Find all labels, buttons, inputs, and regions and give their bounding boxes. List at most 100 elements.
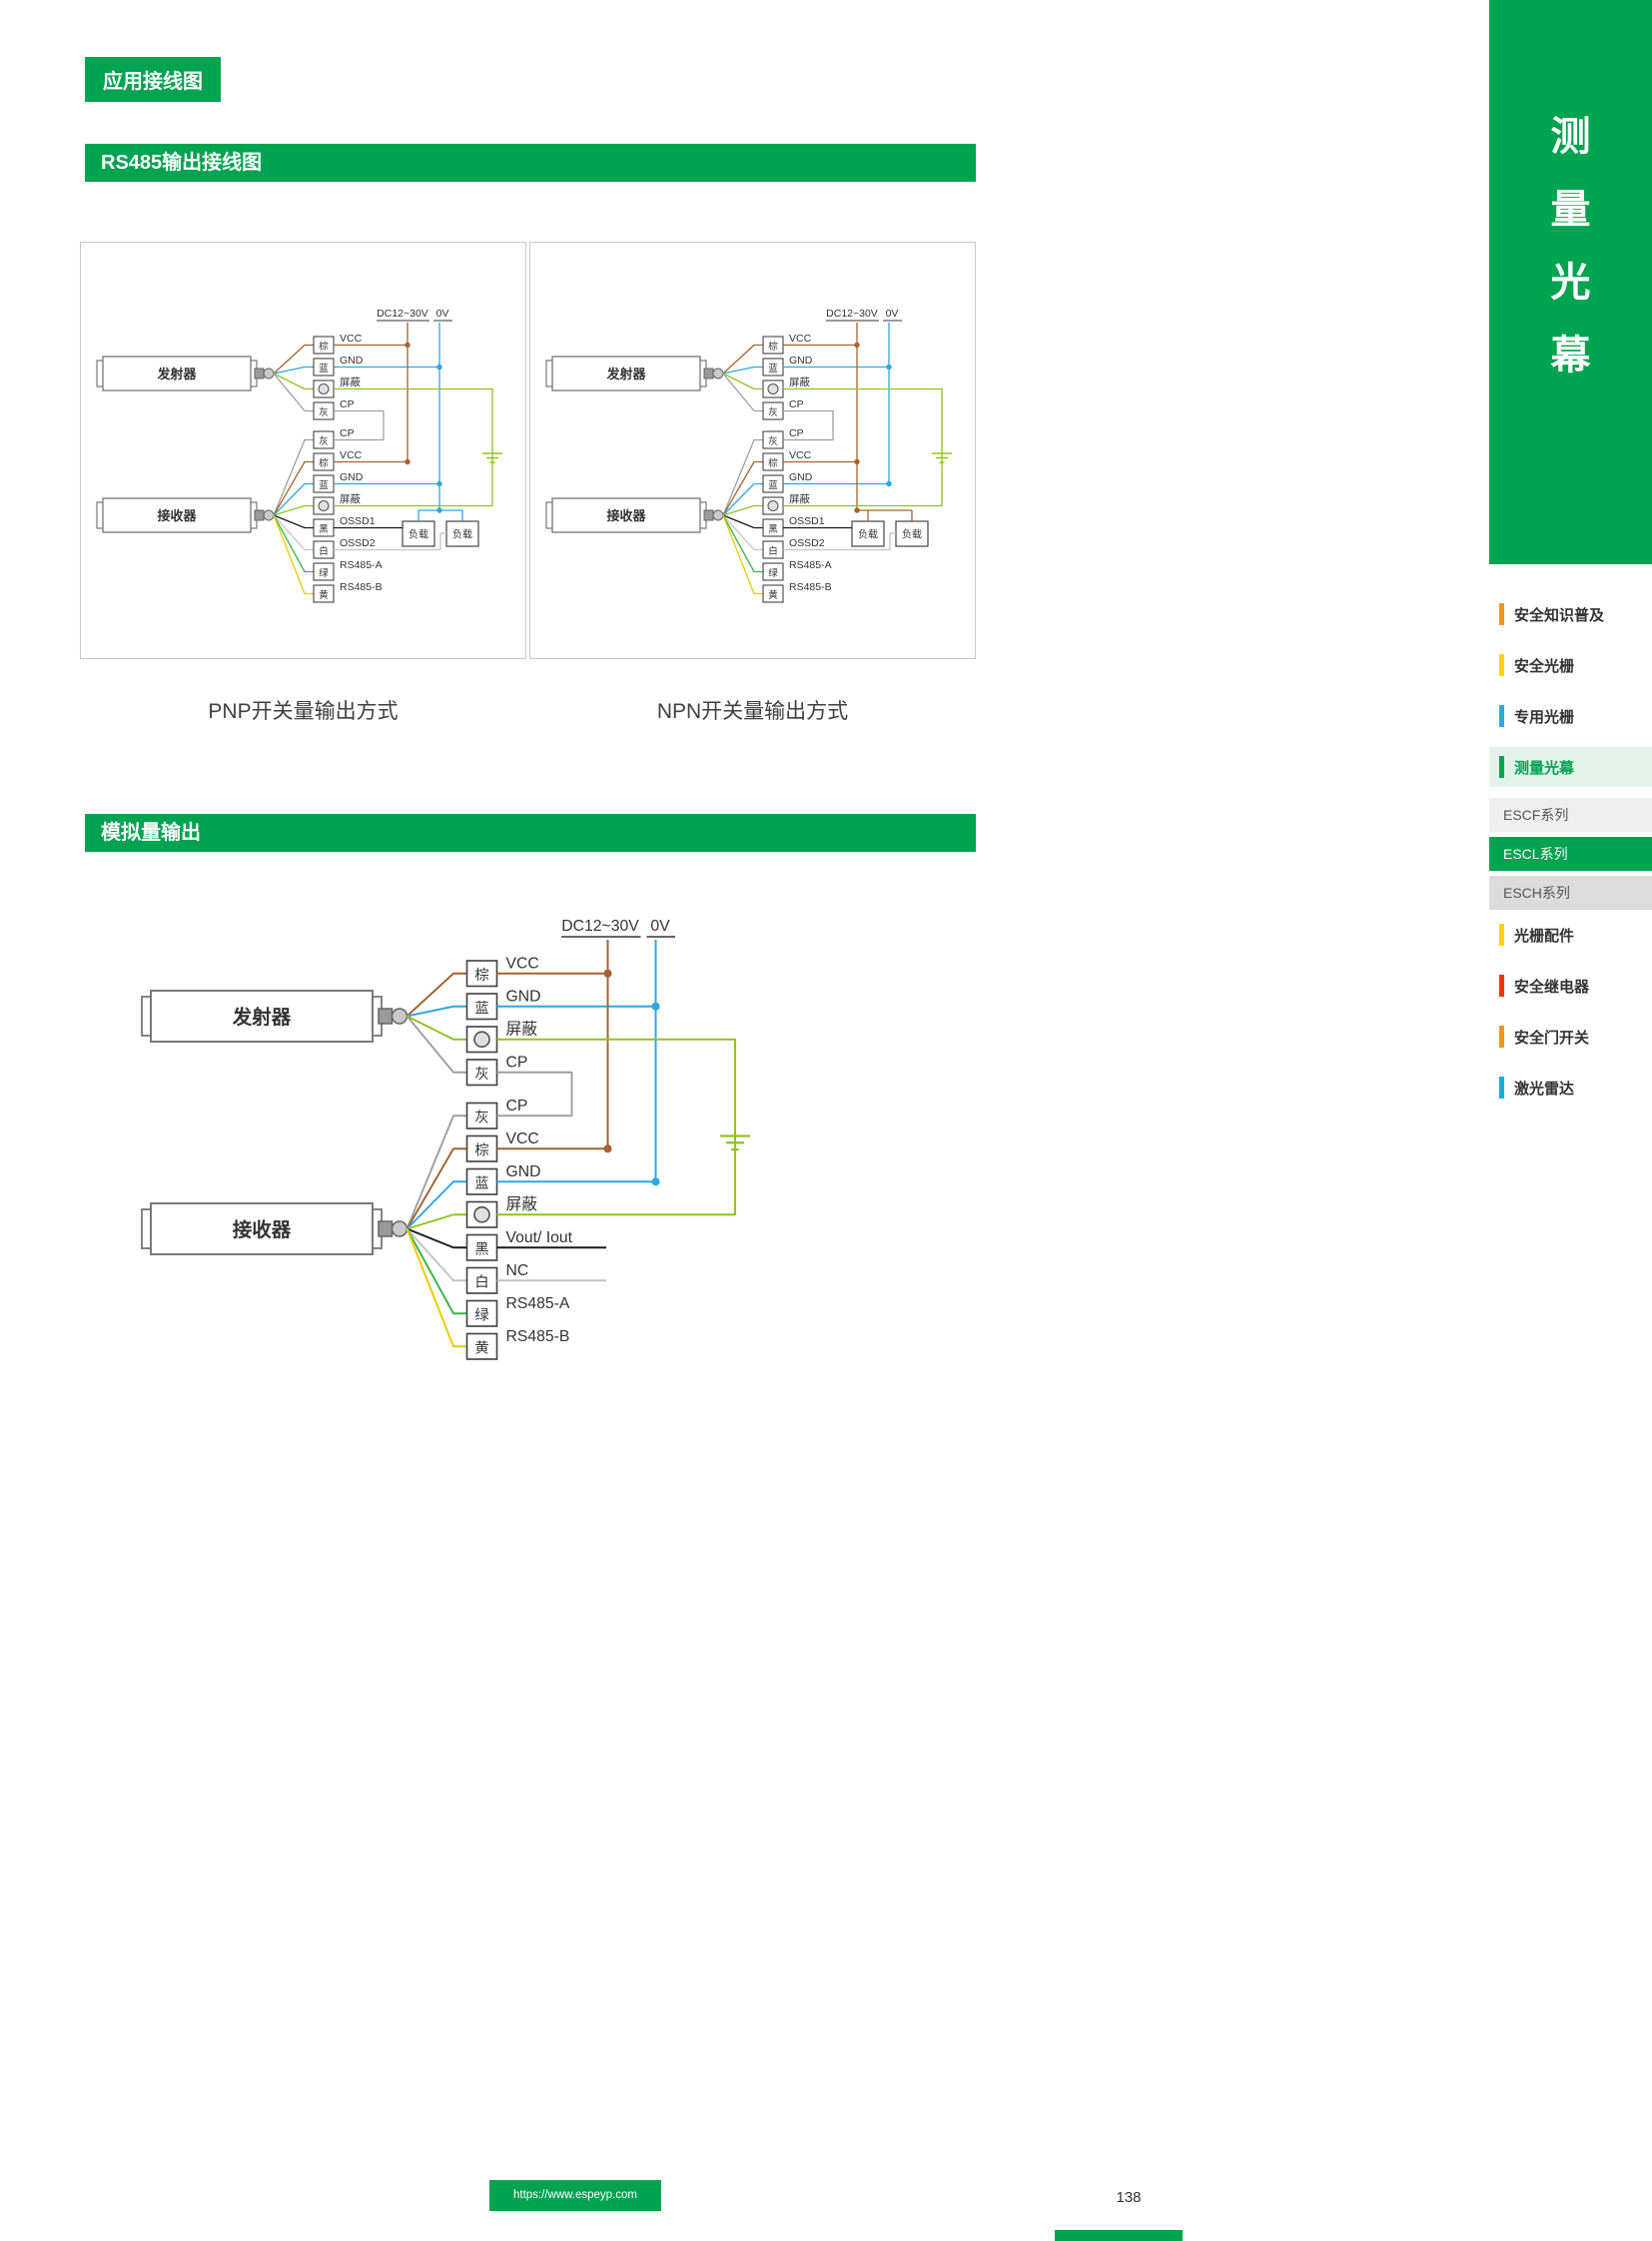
svg-text:OSSD1: OSSD1	[340, 515, 376, 527]
svg-text:VCC: VCC	[789, 449, 812, 461]
vertical-title-char: 幕	[1550, 334, 1591, 377]
menu-color-bar	[1499, 654, 1504, 676]
svg-text:CP: CP	[340, 398, 355, 410]
svg-text:白: 白	[319, 545, 329, 557]
svg-text:Vout/ Iout: Vout/ Iout	[506, 1229, 573, 1246]
svg-text:屏蔽: 屏蔽	[789, 376, 810, 388]
svg-text:CP: CP	[789, 398, 804, 410]
menu-color-bar	[1499, 705, 1504, 727]
svg-text:黑: 黑	[474, 1242, 488, 1258]
svg-text:负载: 负载	[409, 528, 428, 541]
svg-text:发射器: 发射器	[232, 1006, 292, 1029]
svg-text:白: 白	[768, 545, 778, 557]
vertical-title-char: 测	[1550, 115, 1591, 159]
svg-text:蓝: 蓝	[474, 1000, 488, 1017]
svg-text:屏蔽: 屏蔽	[506, 1021, 538, 1039]
npn-caption: NPN开关量输出方式	[656, 700, 849, 723]
svg-text:灰: 灰	[768, 406, 778, 418]
svg-text:RS485-B: RS485-B	[789, 581, 832, 593]
svg-text:CP: CP	[506, 1098, 528, 1115]
vertical-title-char: 量	[1550, 188, 1591, 232]
svg-text:DC12~30V: DC12~30V	[561, 918, 639, 935]
sidebar-item[interactable]: 安全光栅	[1489, 645, 1652, 685]
svg-text:棕: 棕	[319, 341, 329, 353]
svg-text:灰: 灰	[474, 1110, 488, 1126]
svg-text:白: 白	[474, 1274, 488, 1291]
svg-text:DC12~30V: DC12~30V	[377, 308, 428, 320]
menu-color-bar	[1499, 924, 1504, 946]
svg-text:CP: CP	[789, 427, 804, 439]
svg-text:VCC: VCC	[340, 333, 363, 345]
svg-text:发射器: 发射器	[156, 367, 197, 381]
svg-text:RS485-A: RS485-A	[340, 559, 383, 571]
sidebar-item[interactable]: 安全知识普及	[1489, 594, 1652, 634]
svg-text:OSSD2: OSSD2	[340, 537, 376, 549]
sidebar-item[interactable]: ESCF系列	[1489, 798, 1652, 832]
svg-text:灰: 灰	[319, 406, 329, 418]
svg-text:蓝: 蓝	[319, 363, 329, 374]
svg-text:VCC: VCC	[506, 1130, 539, 1147]
svg-text:接收器: 接收器	[606, 508, 646, 523]
sidebar-item[interactable]: ESCL系列	[1489, 837, 1652, 871]
svg-text:灰: 灰	[474, 1066, 488, 1083]
svg-text:负载: 负载	[452, 528, 472, 541]
svg-text:屏蔽: 屏蔽	[506, 1195, 538, 1213]
sidebar-item-label: ESCH系列	[1503, 885, 1570, 901]
svg-text:绿: 绿	[768, 567, 778, 579]
svg-text:VCC: VCC	[506, 956, 539, 973]
svg-text:GND: GND	[506, 989, 541, 1006]
svg-text:负载: 负载	[858, 528, 878, 541]
svg-text:RS485-A: RS485-A	[506, 1295, 570, 1312]
sidebar-item-label: ESCF系列	[1503, 807, 1569, 823]
sidebar-item[interactable]: ESCH系列	[1489, 876, 1652, 910]
corner-decoration-strip	[1055, 2230, 1183, 2241]
menu-color-bar	[1499, 603, 1504, 625]
svg-text:屏蔽: 屏蔽	[340, 493, 361, 505]
svg-text:绿: 绿	[319, 567, 329, 579]
sidebar-item-label: 安全光栅	[1514, 657, 1575, 675]
svg-text:黑: 黑	[319, 524, 329, 535]
svg-text:黄: 黄	[768, 589, 778, 601]
svg-text:DC12~30V: DC12~30V	[826, 308, 878, 320]
svg-text:屏蔽: 屏蔽	[789, 493, 810, 505]
svg-text:棕: 棕	[768, 341, 778, 353]
svg-text:黑: 黑	[768, 524, 778, 535]
svg-text:RS485-B: RS485-B	[506, 1328, 570, 1345]
svg-text:CP: CP	[506, 1055, 528, 1072]
sidebar-item[interactable]: 光栅配件	[1489, 915, 1652, 955]
svg-text:接收器: 接收器	[233, 1218, 292, 1241]
page-number: 138	[1116, 2189, 1142, 2206]
svg-text:VCC: VCC	[789, 333, 812, 345]
sidebar-item-label: ESCL系列	[1503, 846, 1568, 862]
svg-text:发射器: 发射器	[605, 367, 646, 381]
sidebar-item[interactable]: 安全继电器	[1489, 966, 1652, 1006]
sidebar-item[interactable]: 安全门开关	[1489, 1017, 1652, 1057]
sidebar-item[interactable]: 专用光栅	[1489, 696, 1652, 736]
sidebar-item[interactable]: 激光雷达	[1489, 1068, 1652, 1108]
menu-color-bar	[1499, 975, 1504, 997]
diagram-captions: PNP开关量输出方式 NPN开关量输出方式	[80, 695, 976, 725]
svg-text:GND: GND	[789, 471, 813, 483]
vertical-title-char: 光	[1550, 261, 1591, 305]
svg-text:0V: 0V	[886, 308, 899, 320]
svg-text:GND: GND	[506, 1163, 541, 1180]
sidebar-menu: 安全知识普及安全光栅专用光栅测量光幕 ESCF系列 ESCL系列 ESCH系列光栅配件…	[1489, 594, 1652, 1108]
svg-text:OSSD1: OSSD1	[789, 515, 825, 527]
sidebar-item[interactable]: 测量光幕	[1489, 747, 1652, 787]
svg-text:蓝: 蓝	[768, 363, 778, 374]
section-title-rs485: RS485输出接线图	[85, 144, 976, 182]
svg-text:RS485-A: RS485-A	[789, 559, 832, 571]
sidebar-item-label: 激光雷达	[1514, 1080, 1575, 1098]
svg-text:棕: 棕	[474, 967, 488, 984]
svg-text:VCC: VCC	[340, 449, 363, 461]
sidebar-item-label: 安全继电器	[1514, 978, 1590, 996]
svg-text:黄: 黄	[319, 589, 329, 601]
svg-text:NC: NC	[506, 1262, 529, 1279]
footer-url[interactable]: https://www.espeyp.com	[489, 2180, 661, 2211]
